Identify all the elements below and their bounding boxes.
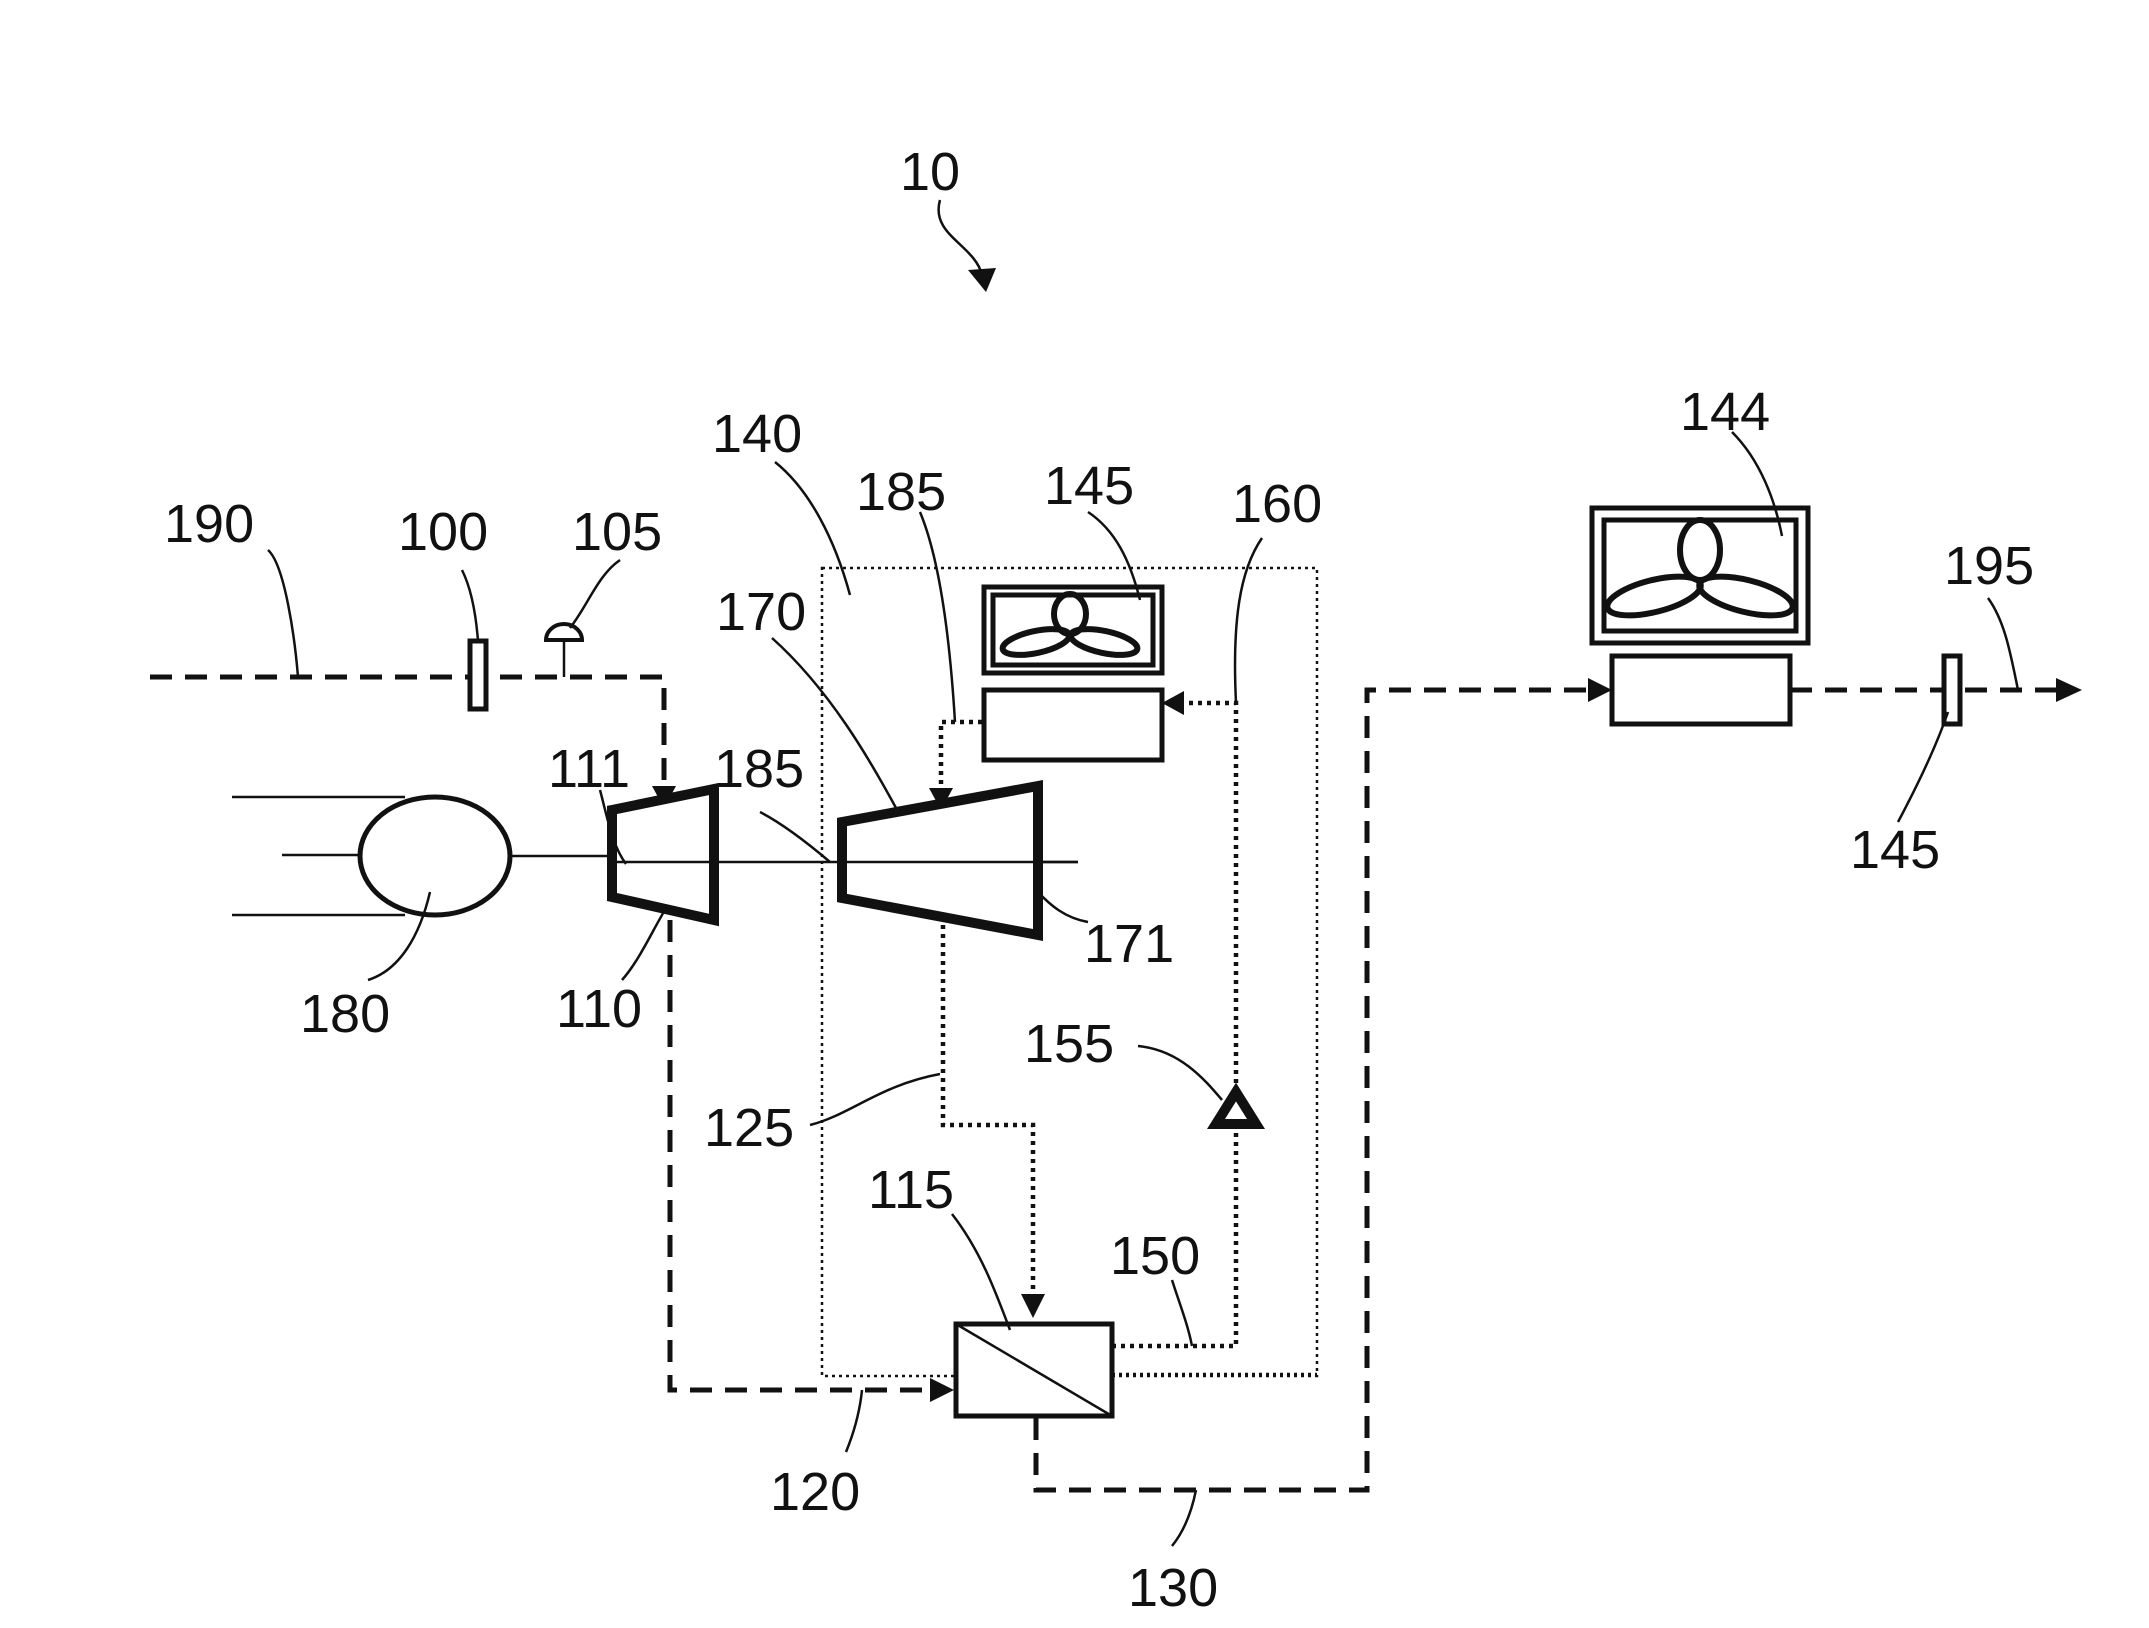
leader-145-outlet bbox=[1898, 712, 1948, 822]
pump-triangle bbox=[1216, 1092, 1256, 1124]
label-system: 10 bbox=[900, 142, 960, 202]
cold-fan-base bbox=[984, 690, 1162, 760]
leader-150 bbox=[1172, 1280, 1192, 1346]
leader-105 bbox=[570, 560, 620, 628]
label-120: 120 bbox=[770, 1462, 860, 1522]
cooled-feed-arrowhead bbox=[930, 1378, 954, 1402]
leader-115 bbox=[952, 1214, 1010, 1330]
label-145-outlet: 145 bbox=[1850, 820, 1940, 880]
leader-125 bbox=[810, 1074, 940, 1125]
leader-110 bbox=[622, 905, 668, 980]
leader-140 bbox=[775, 462, 850, 595]
label-140: 140 bbox=[712, 404, 802, 464]
label-171: 171 bbox=[1084, 914, 1174, 974]
expander-exhaust-line bbox=[943, 925, 1033, 1296]
compressor bbox=[612, 789, 714, 920]
leader-185-upper bbox=[920, 512, 955, 722]
label-110: 110 bbox=[556, 979, 642, 1039]
system-pointer-arrowhead bbox=[968, 268, 996, 292]
product-line-arrowhead bbox=[1588, 678, 1612, 702]
leader-195 bbox=[1988, 598, 2018, 690]
label-170: 170 bbox=[716, 582, 806, 642]
inlet-valve bbox=[470, 641, 486, 709]
system-pointer bbox=[939, 200, 982, 275]
outlet-arrowhead bbox=[2056, 678, 2082, 702]
label-144: 144 bbox=[1680, 382, 1770, 442]
label-190: 190 bbox=[164, 494, 254, 554]
label-145-cold: 145 bbox=[1044, 456, 1134, 516]
leader-185-lower bbox=[760, 812, 830, 862]
expander-feed-line bbox=[941, 722, 982, 790]
label-160: 160 bbox=[1232, 474, 1322, 534]
label-155: 155 bbox=[1024, 1014, 1114, 1074]
leader-171 bbox=[1038, 892, 1088, 922]
product-line bbox=[1036, 690, 1590, 1490]
leader-130 bbox=[1172, 1490, 1196, 1546]
expander bbox=[842, 786, 1038, 935]
label-130: 130 bbox=[1128, 1558, 1218, 1618]
label-150: 150 bbox=[1110, 1226, 1200, 1286]
motor bbox=[360, 797, 510, 915]
label-111: 111 bbox=[548, 739, 630, 799]
leader-100 bbox=[462, 570, 478, 641]
label-195: 195 bbox=[1944, 536, 2034, 596]
label-100: 100 bbox=[398, 502, 488, 562]
label-185-upper: 185 bbox=[856, 462, 946, 522]
user-fan-base bbox=[1612, 656, 1790, 724]
return-line-arrowhead bbox=[1162, 691, 1184, 715]
label-115: 115 bbox=[868, 1160, 954, 1220]
leader-160 bbox=[1235, 538, 1262, 703]
label-125: 125 bbox=[704, 1098, 794, 1158]
leader-190 bbox=[268, 550, 298, 677]
sensor-dome bbox=[546, 624, 582, 640]
expander-exhaust-arrowhead bbox=[1021, 1294, 1045, 1318]
label-105: 105 bbox=[572, 502, 662, 562]
leader-120 bbox=[846, 1390, 862, 1452]
leader-155 bbox=[1138, 1046, 1222, 1100]
label-185-lower: 185 bbox=[714, 739, 804, 799]
return-line bbox=[1182, 703, 1236, 1092]
label-180: 180 bbox=[300, 984, 390, 1044]
